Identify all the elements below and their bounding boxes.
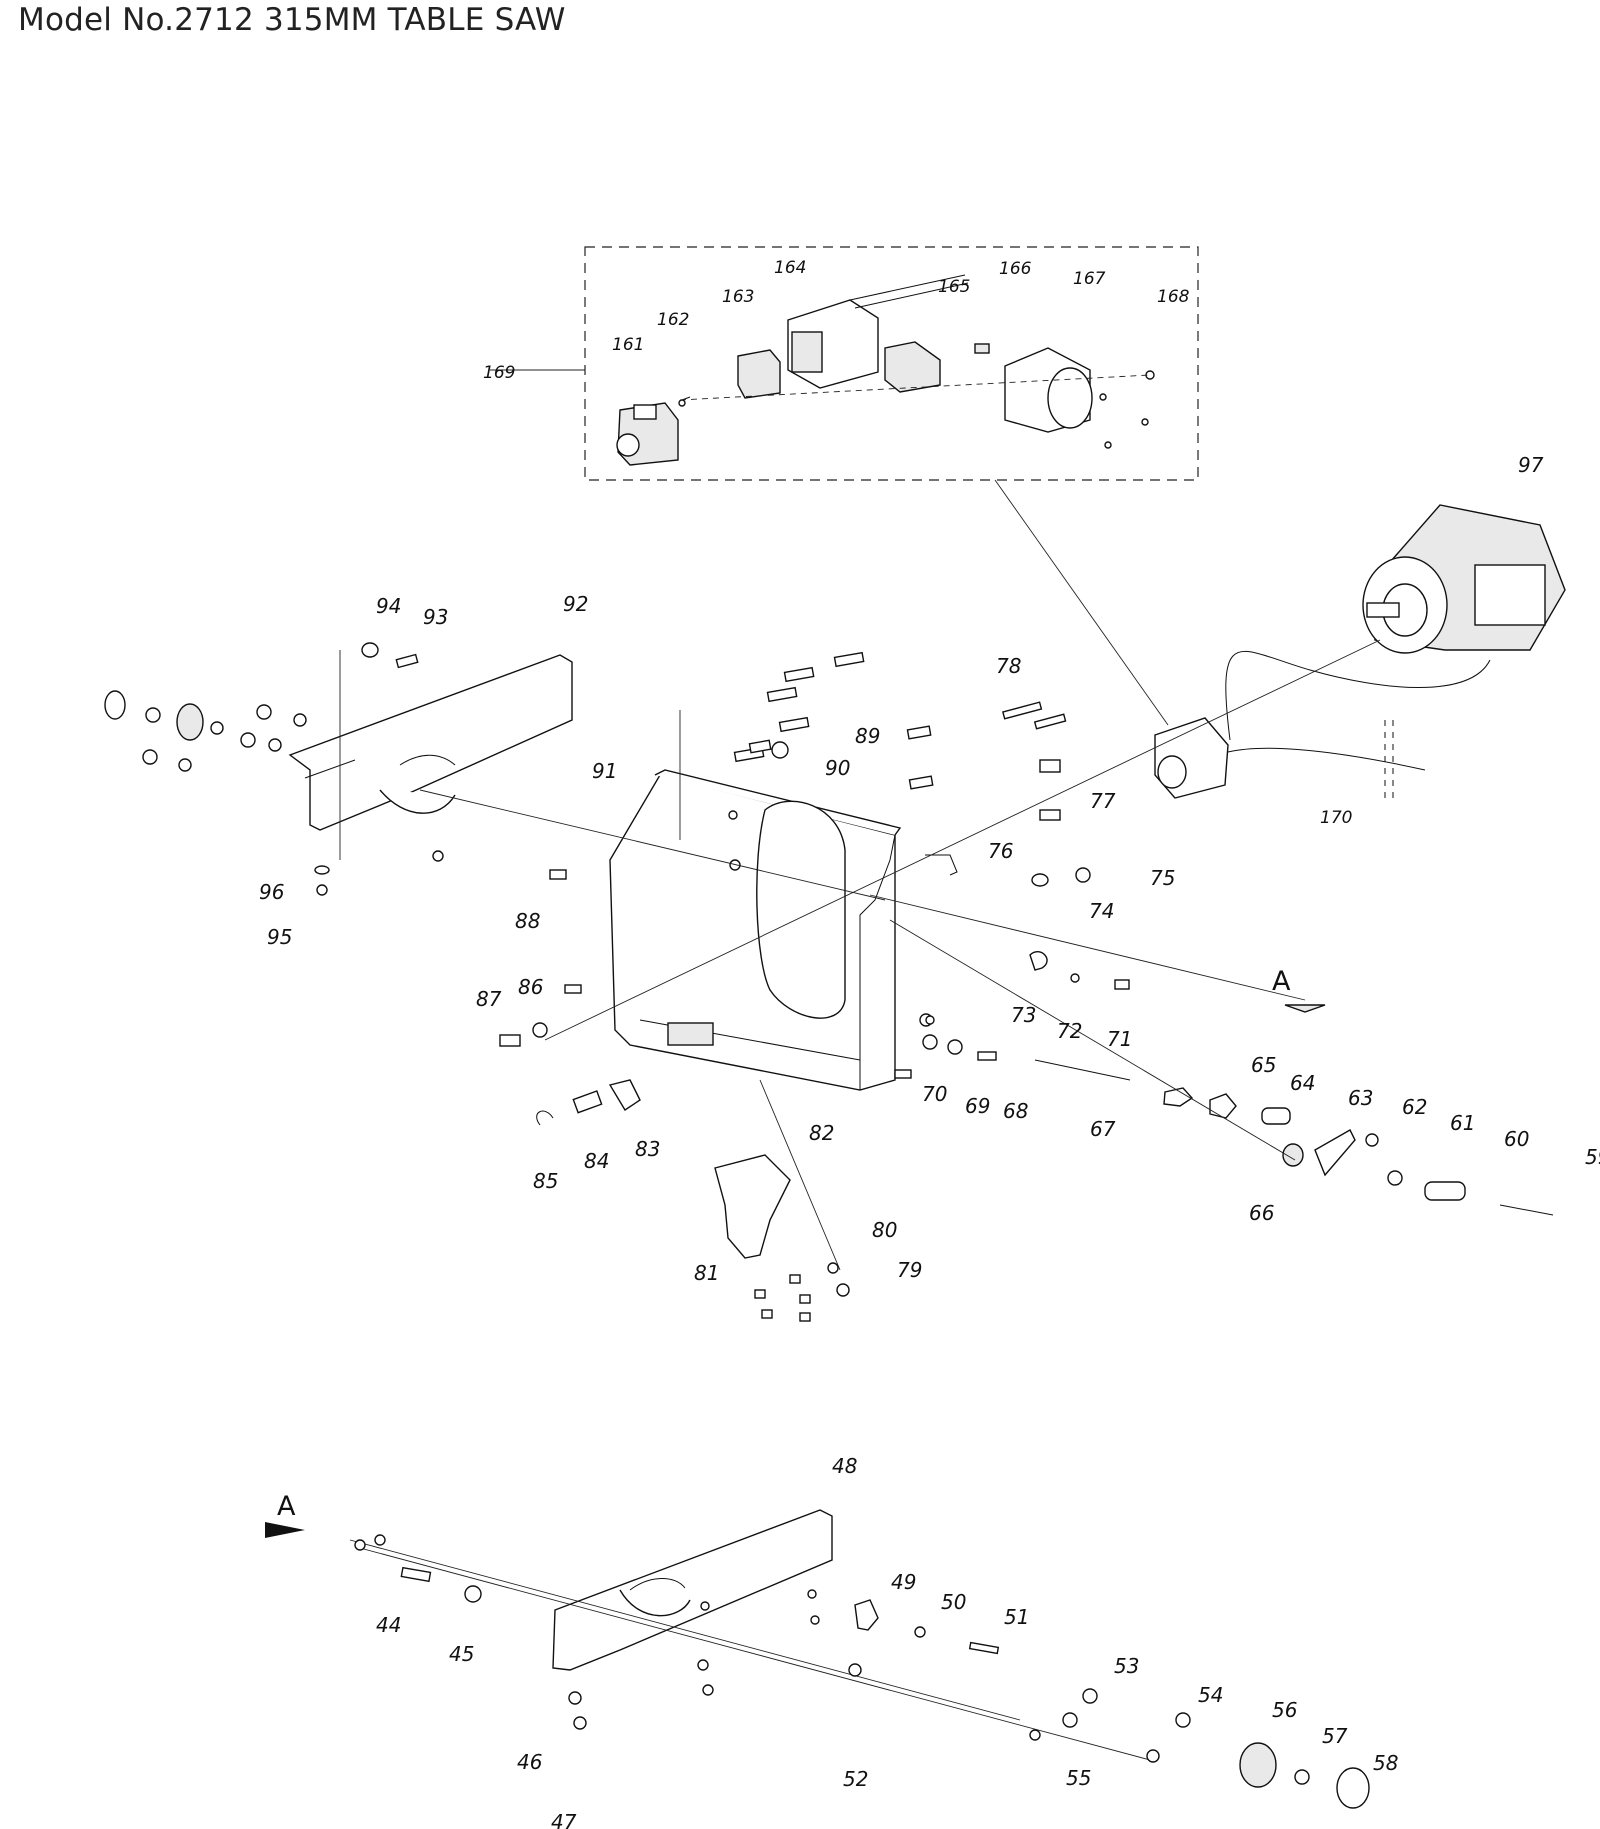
part-label-58: 58 <box>1373 1751 1398 1775</box>
switch-plate-icon <box>884 341 941 393</box>
section-marker-lower: A <box>277 1491 296 1522</box>
left-fasteners <box>104 642 419 896</box>
part-label-87: 87 <box>476 987 502 1011</box>
part-label-59: 59 <box>1585 1145 1600 1169</box>
saw-cabinet-icon <box>609 769 902 1091</box>
part-label-162: 162 <box>657 310 689 330</box>
part-label-54: 54 <box>1198 1683 1223 1707</box>
part-label-63: 63 <box>1348 1086 1373 1110</box>
switch-box-icon <box>787 274 969 389</box>
part-label-67: 67 <box>1090 1117 1116 1141</box>
dust-chute-icon <box>714 1154 791 1259</box>
part-label-92: 92 <box>563 592 588 616</box>
cabinet-fasteners <box>432 651 1554 1322</box>
part-label-81: 81 <box>694 1261 719 1285</box>
part-label-85: 85 <box>533 1169 558 1193</box>
part-label-65: 65 <box>1251 1053 1276 1077</box>
switch-assembly-box <box>490 246 1199 726</box>
part-label-57: 57 <box>1322 1724 1348 1748</box>
part-label-83: 83 <box>635 1137 660 1161</box>
part-label-80: 80 <box>872 1218 897 1242</box>
part-label-163: 163 <box>722 287 754 307</box>
switch-housing-icon <box>1004 347 1093 433</box>
motor-icon <box>1225 504 1566 741</box>
part-label-89: 89 <box>855 724 880 748</box>
part-label-49: 49 <box>891 1570 916 1594</box>
part-label-91: 91 <box>592 759 617 783</box>
part-label-77: 77 <box>1090 789 1116 813</box>
part-label-72: 72 <box>1057 1019 1082 1043</box>
part-label-66: 66 <box>1249 1201 1274 1225</box>
part-label-44: 44 <box>376 1613 401 1637</box>
part-number-labels: 161 162 163 164 165 166 167 168 169 170 97 94 93 92 78… <box>259 258 1600 1829</box>
switch-module-icon <box>737 349 781 399</box>
part-label-165: 165 <box>938 277 970 297</box>
part-label-97: 97 <box>1518 453 1544 477</box>
part-label-46: 46 <box>517 1750 542 1774</box>
part-label-60: 60 <box>1504 1127 1529 1151</box>
part-label-70: 70 <box>922 1082 947 1106</box>
part-label-53: 53 <box>1114 1654 1139 1678</box>
part-label-79: 79 <box>897 1258 922 1282</box>
part-label-74: 74 <box>1089 899 1114 923</box>
rear-trunnion-bracket-icon <box>288 654 573 831</box>
part-label-61: 61 <box>1450 1111 1475 1135</box>
switch-cover-icon <box>616 402 679 466</box>
part-label-95: 95 <box>267 925 292 949</box>
power-cord-icon <box>1154 717 1426 800</box>
part-label-96: 96 <box>259 880 284 904</box>
part-label-93: 93 <box>423 605 448 629</box>
part-label-84: 84 <box>584 1149 609 1173</box>
part-label-166: 166 <box>999 259 1032 279</box>
part-label-55: 55 <box>1066 1766 1091 1790</box>
part-label-86: 86 <box>518 975 543 999</box>
part-label-88: 88 <box>515 909 540 933</box>
part-label-161: 161 <box>612 335 644 355</box>
part-label-68: 68 <box>1003 1099 1028 1123</box>
part-label-169: 169 <box>483 363 515 383</box>
part-label-50: 50 <box>941 1590 966 1614</box>
part-label-73: 73 <box>1011 1003 1036 1027</box>
part-label-64: 64 <box>1290 1071 1315 1095</box>
part-label-168: 168 <box>1157 287 1190 307</box>
part-label-71: 71 <box>1107 1027 1132 1051</box>
part-label-47: 47 <box>551 1810 577 1829</box>
part-label-94: 94 <box>376 594 401 618</box>
part-label-45: 45 <box>449 1642 474 1666</box>
page-title: Model No.2712 315MM TABLE SAW <box>18 2 566 38</box>
front-trunnion-rail-icon <box>265 1509 1370 1809</box>
part-label-164: 164 <box>774 258 806 278</box>
part-label-75: 75 <box>1150 866 1175 890</box>
part-label-48: 48 <box>832 1454 857 1478</box>
part-label-82: 82 <box>809 1121 834 1145</box>
part-label-52: 52 <box>843 1767 868 1791</box>
section-marker-upper: A <box>1272 966 1291 997</box>
part-label-56: 56 <box>1272 1698 1297 1722</box>
part-label-90: 90 <box>825 756 850 780</box>
part-label-170: 170 <box>1320 808 1352 828</box>
part-label-167: 167 <box>1073 269 1106 289</box>
part-label-62: 62 <box>1402 1095 1427 1119</box>
part-label-76: 76 <box>988 839 1013 863</box>
part-label-69: 69 <box>965 1094 990 1118</box>
part-label-51: 51 <box>1004 1605 1029 1629</box>
part-label-78: 78 <box>996 654 1021 678</box>
